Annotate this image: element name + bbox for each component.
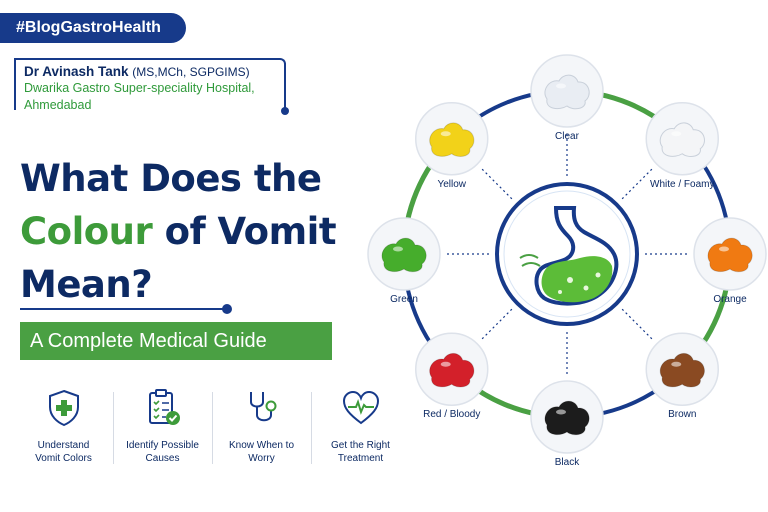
colour-node [645, 101, 720, 176]
vomit-blob [544, 400, 590, 436]
stomach-icon [519, 206, 619, 306]
hashtag-banner: #BlogGastroHealth [0, 13, 186, 43]
feature-label-line1: Identify Possible [126, 440, 199, 451]
colour-label: White / Foamy [650, 178, 715, 190]
vomit-blob [659, 352, 705, 388]
colour-node [414, 101, 489, 176]
feature-label-line1: Understand [37, 440, 90, 451]
colour-node [367, 217, 441, 291]
center-inner-ring [503, 190, 631, 318]
title-highlight: Colour [20, 210, 153, 253]
vomit-blob [707, 237, 753, 273]
title-line-2: Colour of Vomit [20, 205, 336, 258]
colour-label: Brown [668, 409, 697, 421]
author-name: Dr Avinash Tank (MS,MCh, SGPGIMS) [24, 64, 276, 79]
colour-node [693, 217, 767, 291]
author-card-dot [281, 107, 289, 115]
feature-identify: Identify Possible Causes [113, 384, 212, 476]
feature-label-line1: Know When to [228, 440, 295, 451]
title-line-3: Mean? [20, 263, 153, 306]
author-hospital-line1: Dwarika Gastro Super-speciality Hospital… [24, 81, 255, 95]
subtitle-banner: A Complete Medical Guide [20, 322, 332, 360]
clipboard-check-icon [148, 389, 180, 425]
title-line-1: What Does the [20, 157, 322, 200]
page-title: What Does the Colour of Vomit Mean? [20, 152, 336, 311]
feature-label-line2: Treatment [337, 453, 384, 464]
colour-node [414, 332, 489, 407]
shield-plus-icon [48, 389, 79, 427]
author-hospital-line2: Ahmedabad [24, 98, 92, 112]
colour-node [645, 332, 720, 407]
vomit-blob [429, 122, 475, 157]
vomit-blob [429, 352, 475, 388]
colour-node [530, 380, 604, 454]
feature-label-line2: Vomit Colors [35, 453, 92, 464]
spoke-line [481, 308, 513, 340]
vomit-blob [659, 122, 705, 157]
feature-treatment: Get the Right Treatment [311, 384, 410, 476]
colour-label: Green [390, 294, 418, 305]
author-card: Dr Avinash Tank (MS,MCh, SGPGIMS) Dwarik… [14, 58, 289, 115]
colour-label: Red / Bloody [423, 409, 481, 421]
title-line-2-rest: of Vomit [152, 210, 337, 253]
author-credentials: (MS,MCh, SGPGIMS) [132, 65, 250, 79]
colour-node [530, 54, 604, 128]
author-name-text: Dr Avinash Tank [24, 64, 129, 79]
colour-label: Yellow [437, 178, 466, 190]
stethoscope-icon [249, 392, 276, 422]
spoke-line [621, 308, 653, 340]
vomit-blob [381, 237, 427, 273]
colour-label: Black [554, 457, 580, 468]
title-divider [20, 308, 226, 310]
spoke-line [481, 168, 513, 200]
title-divider-dot [222, 304, 232, 314]
feature-label-line1: Get the Right [331, 440, 390, 451]
spoke-line [621, 168, 653, 200]
colour-label: Clear [555, 131, 579, 142]
feature-strip: Understand Vomit Colors Identify Possibl… [14, 384, 410, 476]
colour-label: Orange [713, 294, 747, 305]
vomit-blob [544, 74, 590, 110]
feature-know-when: Know When to Worry [212, 384, 311, 476]
feature-label-line2: Causes [145, 453, 180, 464]
feature-label-line2: Worry [248, 453, 275, 464]
feature-understand: Understand Vomit Colors [14, 384, 113, 476]
heart-pulse-icon [342, 390, 379, 425]
